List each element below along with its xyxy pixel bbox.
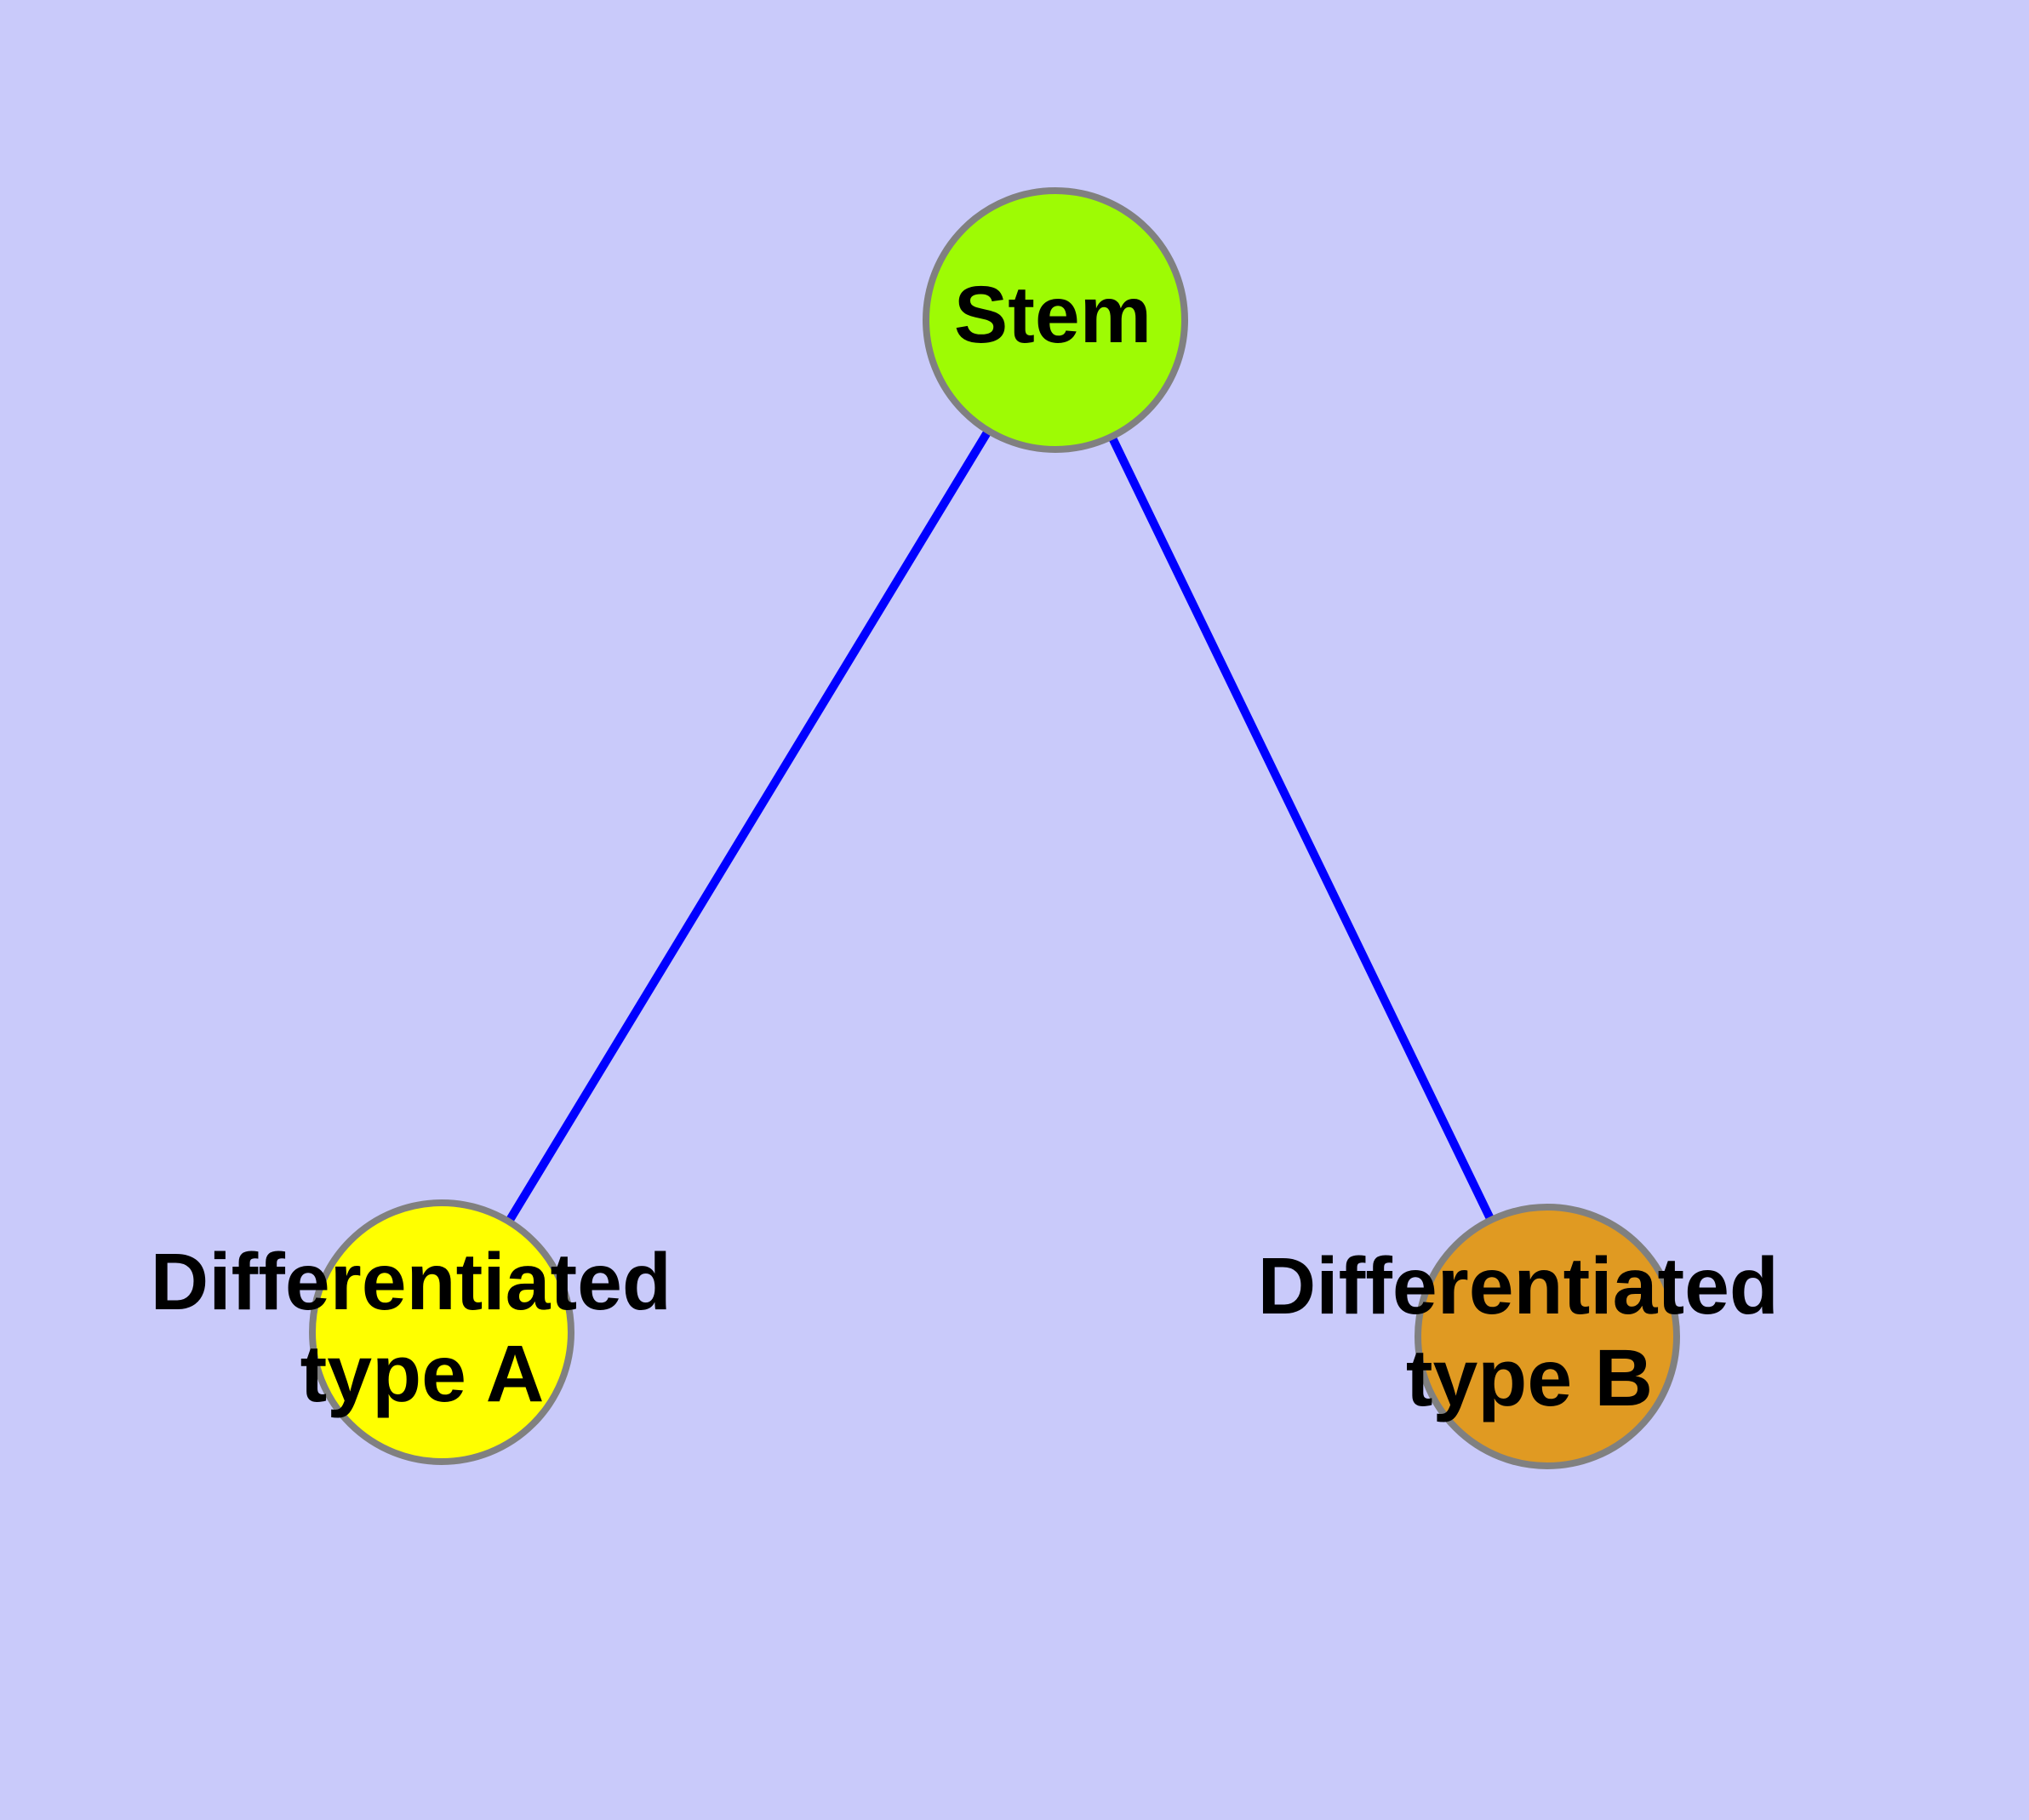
node-stem-circle[interactable] (923, 187, 1188, 453)
node-type-b-label-line-1: Differentiated (1258, 1241, 1779, 1331)
node-type-b-circle[interactable] (1415, 1204, 1680, 1469)
label-layer: Stem Differentiated type A Differentiate… (151, 270, 1802, 1423)
edge-stem-to-type-a[interactable] (437, 318, 1060, 1335)
node-layer (309, 187, 1680, 1469)
node-stem-label-line-1: Stem (954, 270, 1152, 360)
node-type-a-label-line-2: type A (300, 1329, 545, 1419)
node-stem-label: Stem (954, 270, 1152, 360)
edge-layer (437, 318, 1552, 1339)
node-type-a-label-line-1: Differentiated (151, 1237, 672, 1327)
node-differentiated-type-a[interactable] (309, 1199, 574, 1465)
node-type-b-label-line-2: type B (1406, 1333, 1653, 1423)
node-type-a-label: Differentiated type A (151, 1237, 694, 1419)
node-type-b-label: Differentiated type B (1258, 1241, 1802, 1423)
edge-stem-to-type-b[interactable] (1051, 318, 1552, 1339)
node-type-a-circle[interactable] (309, 1199, 574, 1465)
node-differentiated-type-b[interactable] (1415, 1204, 1680, 1469)
node-stem[interactable] (923, 187, 1188, 453)
